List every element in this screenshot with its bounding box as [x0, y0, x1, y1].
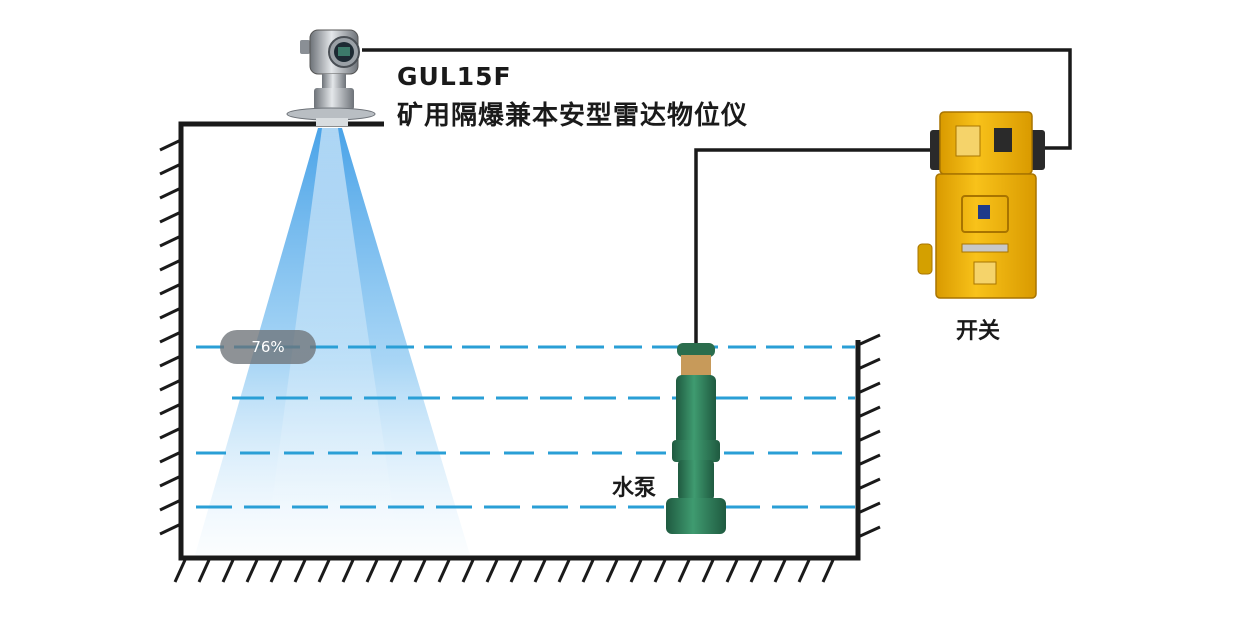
hatch-mark [269, 559, 283, 583]
hatch-mark [159, 162, 182, 176]
radar-to-switch-cable [362, 48, 1072, 150]
hatch-mark [629, 559, 643, 583]
radar-product-name: 矿用隔爆兼本安型雷达物位仪 [397, 101, 749, 131]
hatch-mark [857, 405, 881, 419]
hatch-mark [509, 559, 523, 583]
wall-hatching-left [159, 138, 182, 536]
hatch-mark [821, 559, 835, 583]
hatch-mark [159, 234, 182, 248]
water-level-lines [196, 345, 855, 509]
hatch-mark [773, 559, 787, 583]
hatch-mark [365, 559, 379, 583]
hatch-mark [221, 559, 235, 583]
hatch-mark [159, 474, 182, 488]
hatch-mark [749, 559, 763, 583]
hatch-mark [857, 357, 881, 371]
hatch-mark [857, 453, 881, 467]
wall-hatching-right [857, 333, 881, 539]
hatch-mark [159, 378, 182, 392]
radar-beam [195, 128, 470, 555]
hatch-mark [677, 559, 691, 583]
hatch-mark [725, 559, 739, 583]
radar-model-label: GUL15F [397, 62, 512, 91]
hatch-mark [653, 559, 667, 583]
hatch-mark [159, 354, 182, 368]
cables [362, 48, 1072, 345]
hatch-mark [461, 559, 475, 583]
hatch-mark [293, 559, 307, 583]
submersible-pump-icon[interactable] [666, 343, 726, 534]
hatch-mark [317, 559, 331, 583]
hatch-mark [159, 522, 182, 536]
hatch-mark [857, 333, 881, 347]
pump-label: 水泵 [612, 476, 657, 501]
hatch-mark [245, 559, 259, 583]
hatch-mark [605, 559, 619, 583]
hatch-mark [533, 559, 547, 583]
hatch-mark [159, 258, 182, 272]
hatch-mark [857, 477, 881, 491]
hatch-mark [159, 186, 182, 200]
hatch-mark [857, 381, 881, 395]
hatch-mark [197, 559, 211, 583]
hatch-mark [557, 559, 571, 583]
hatch-mark [389, 559, 403, 583]
hatch-mark [159, 306, 182, 320]
hatch-mark [797, 559, 811, 583]
hatch-mark [159, 138, 182, 152]
level-percentage-badge: 76% [220, 330, 316, 364]
hatch-mark [857, 429, 881, 443]
hatch-mark [159, 282, 182, 296]
pump-to-switch-cable [694, 148, 930, 345]
radar-level-gauge-icon[interactable] [286, 29, 376, 126]
hatch-mark [159, 498, 182, 512]
floor-hatching [173, 559, 835, 583]
hatch-mark [437, 559, 451, 583]
hatch-mark [159, 426, 182, 440]
hatch-mark [413, 559, 427, 583]
hatch-mark [857, 501, 881, 515]
tank [159, 121, 881, 583]
hatch-mark [857, 525, 881, 539]
hatch-mark [341, 559, 355, 583]
hatch-mark [159, 330, 182, 344]
tank-wall [178, 121, 861, 561]
switch-label: 开关 [956, 319, 1001, 344]
hatch-mark [581, 559, 595, 583]
hatch-mark [173, 559, 187, 583]
hatch-mark [485, 559, 499, 583]
hatch-mark [159, 450, 182, 464]
hatch-mark [701, 559, 715, 583]
hatch-mark [159, 402, 182, 416]
explosion-proof-switch-icon[interactable] [917, 111, 1045, 299]
hatch-mark [159, 210, 182, 224]
